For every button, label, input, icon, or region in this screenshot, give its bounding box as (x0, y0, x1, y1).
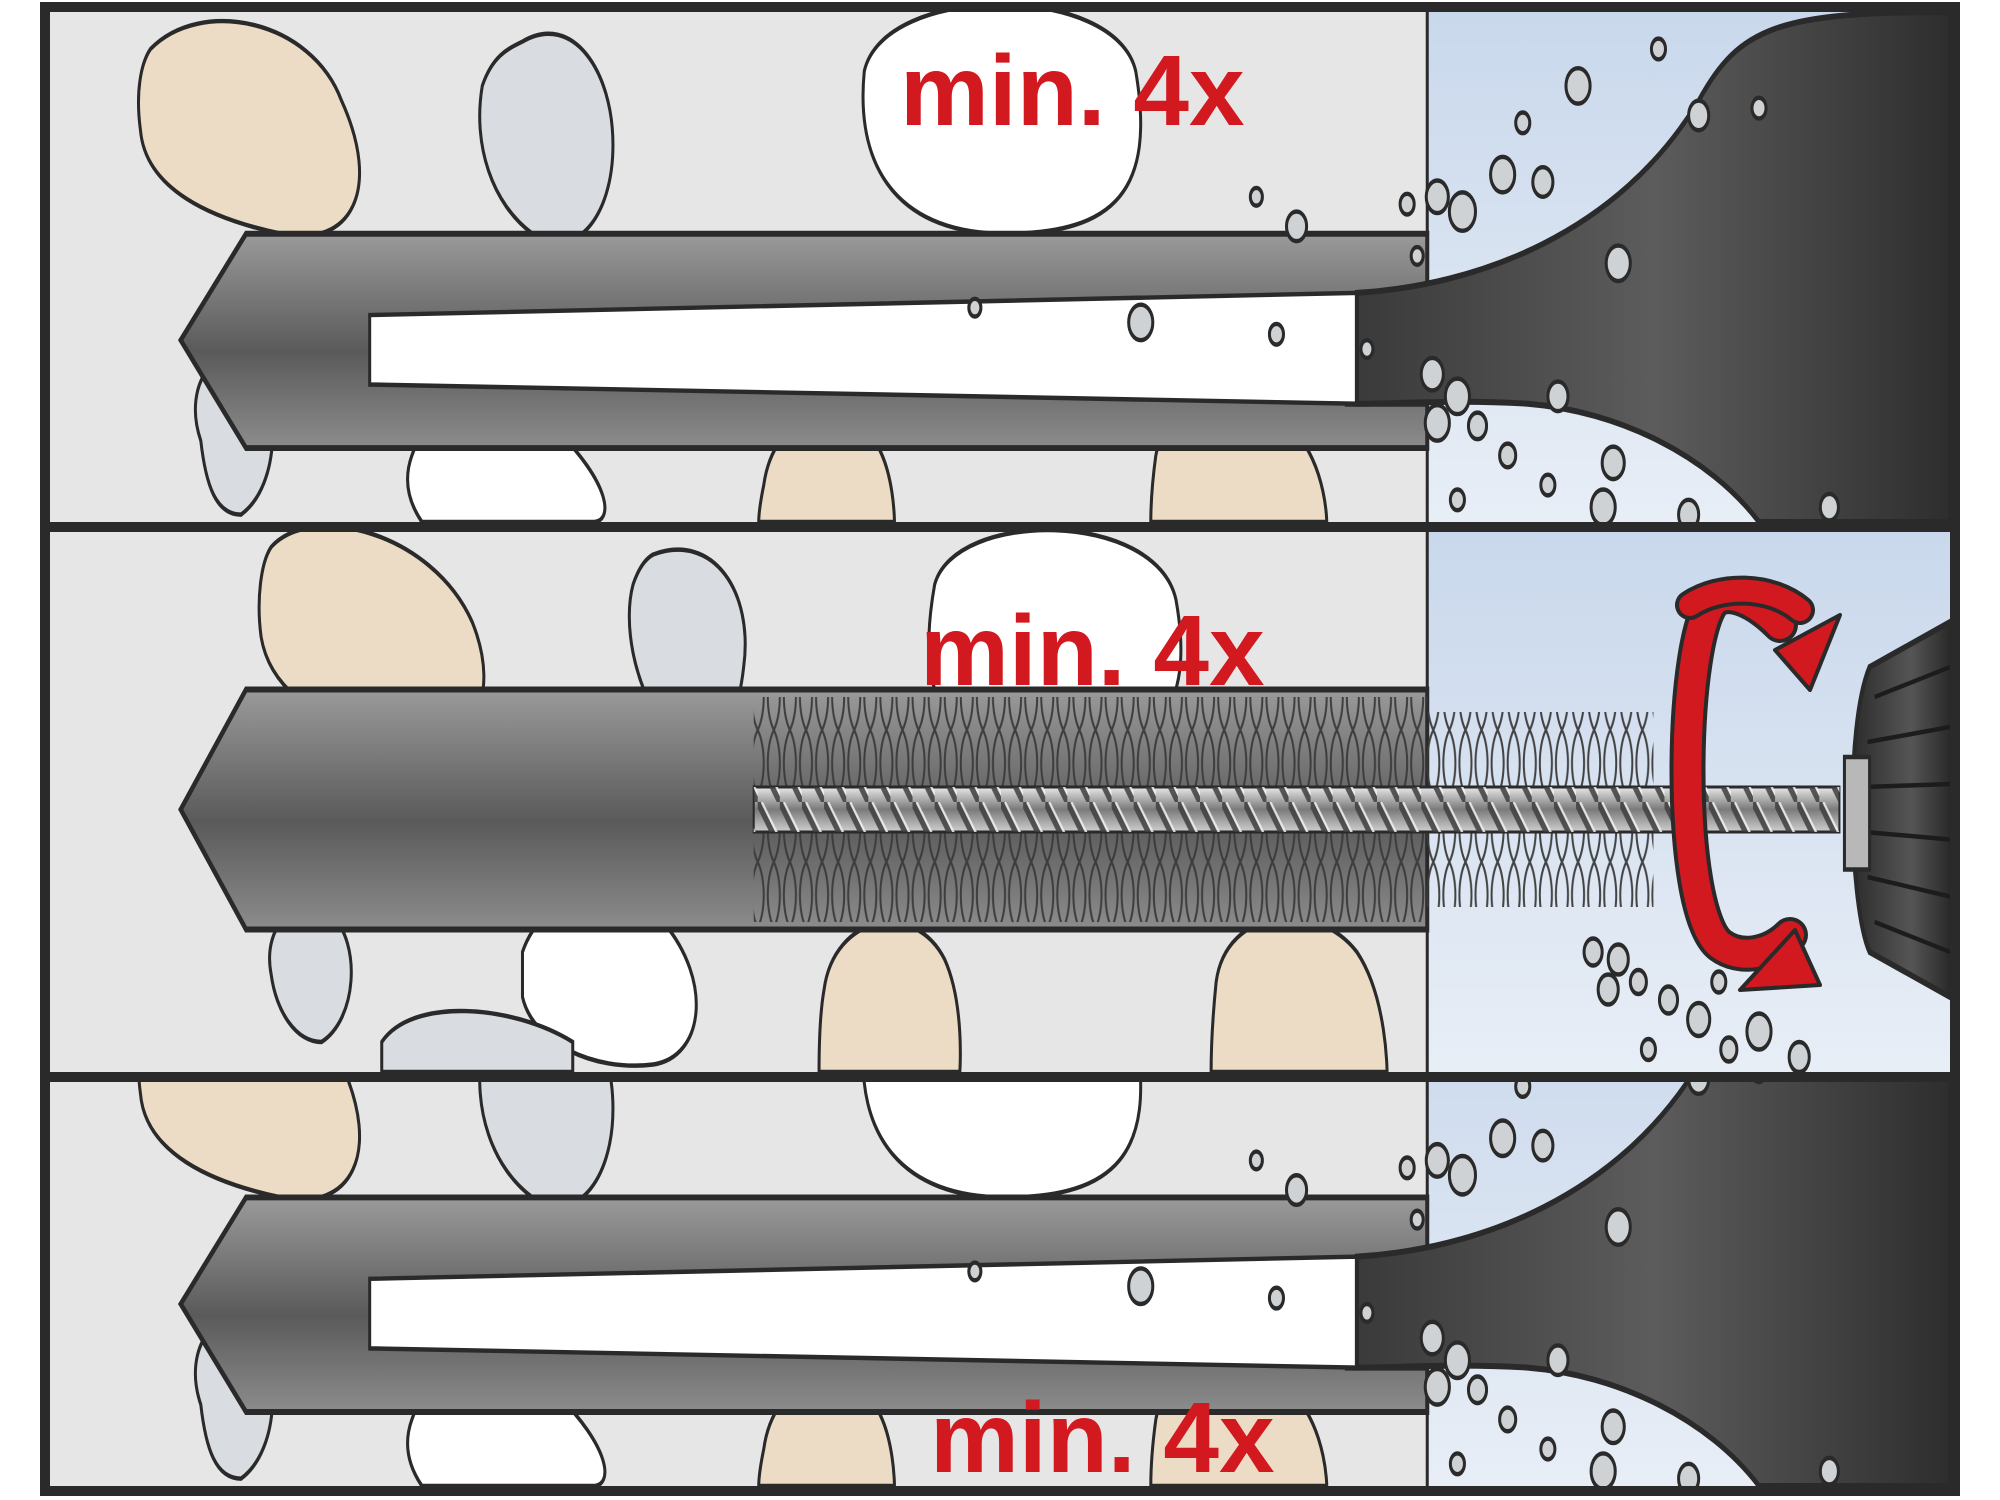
panel-1-label: min. 4x (900, 35, 1245, 147)
wire-brush-icon (50, 532, 1950, 1072)
panel-2-label: min. 4x (920, 595, 1265, 707)
panel-blow-out-second: min. 4x (50, 968, 1950, 1494)
panel-brush-out: min. 4x (50, 532, 1950, 1072)
panel-blow-out-first: min. 4x (50, 5, 1950, 530)
panel-3-label: min. 4x (930, 1382, 1275, 1494)
clockwise-rotation-arrow-icon (1669, 575, 1842, 992)
